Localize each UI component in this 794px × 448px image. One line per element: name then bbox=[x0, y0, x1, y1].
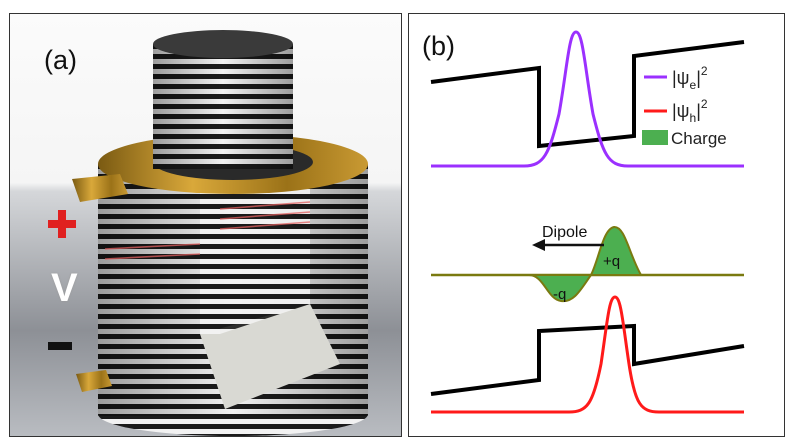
band-diagram: |ψe|2 |ψh|2 Charge -q +q Dipole bbox=[430, 30, 745, 414]
plus-q-label: +q bbox=[603, 253, 620, 270]
electron-wavefunction bbox=[431, 30, 744, 168]
upper-pillar-top bbox=[153, 30, 293, 58]
panel-a-label: (a) bbox=[44, 45, 77, 75]
panel-b: (b) |ψe|2 |ψh|2 Charge -q +q bbox=[408, 13, 785, 437]
panel-b-label: (b) bbox=[422, 31, 455, 61]
positive-charge-lobe bbox=[589, 226, 643, 276]
gold-pad bbox=[76, 370, 112, 392]
bottom-contact-tab bbox=[72, 174, 128, 202]
device-rendering bbox=[72, 30, 368, 436]
cutaway-wall-left bbox=[200, 154, 220, 334]
bottom-band-profile bbox=[430, 323, 745, 396]
legend-charge-swatch bbox=[642, 130, 668, 145]
hole-wavefunction bbox=[431, 295, 744, 414]
legend-electron-label: |ψe|2 bbox=[672, 64, 708, 92]
legend-charge-label: Charge bbox=[671, 129, 727, 148]
cutaway-floor bbox=[200, 304, 340, 409]
minus-q-label: -q bbox=[553, 286, 566, 303]
dipole-label: Dipole bbox=[542, 224, 587, 241]
legend-hole-label: |ψh|2 bbox=[672, 97, 708, 125]
voltage-label: V bbox=[51, 266, 78, 310]
panel-a: (a) bbox=[9, 13, 402, 437]
top-band-profile bbox=[430, 40, 745, 149]
active-region-lines bbox=[104, 201, 311, 260]
minus-sign-icon bbox=[48, 342, 72, 350]
plus-sign-icon bbox=[48, 210, 76, 238]
upper-pillar-shade bbox=[153, 44, 293, 169]
dipole-arrow-head bbox=[532, 239, 545, 251]
negative-charge-lobe bbox=[528, 274, 593, 303]
